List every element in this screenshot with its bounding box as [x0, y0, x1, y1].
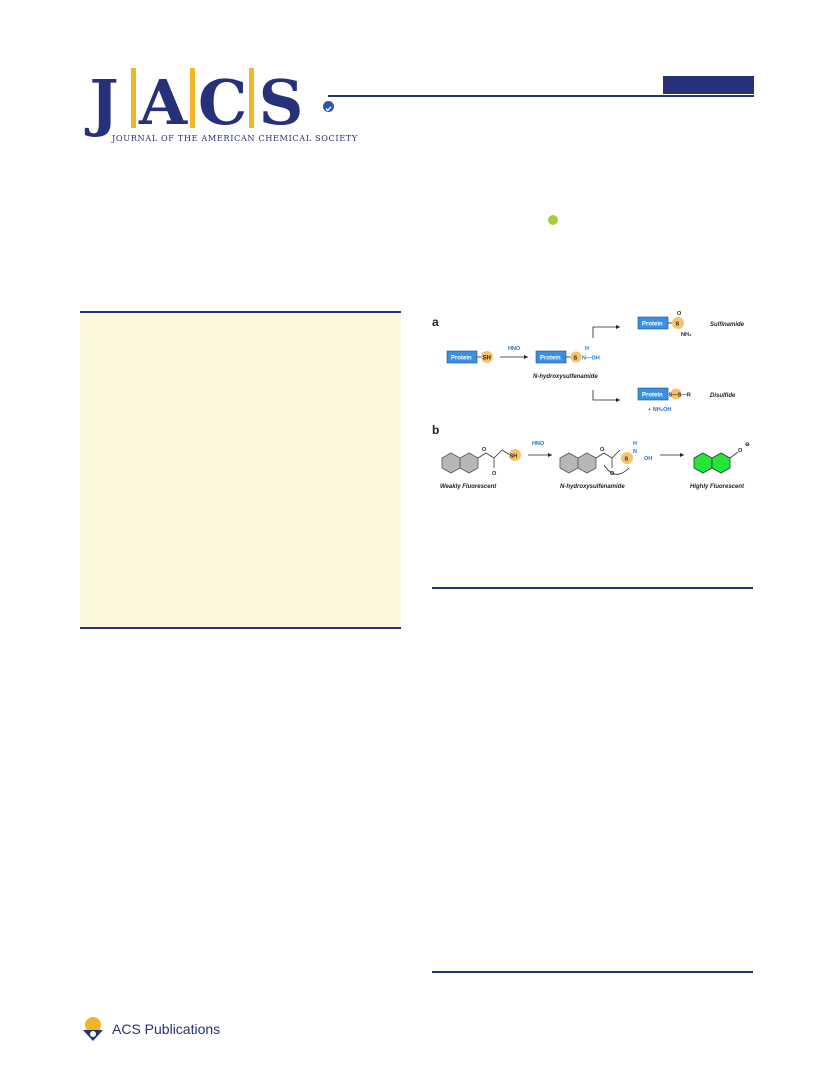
intermediate-label: N-hydroxysulfenamide [533, 374, 598, 380]
abstract-box [80, 311, 401, 629]
protein-label: Protein [642, 393, 663, 399]
carbonyl-o-label: O [492, 471, 497, 477]
journal-full-name: JOURNAL OF THE AMERICAN CHEMICAL SOCIETY [112, 133, 358, 143]
logo-separator [190, 68, 195, 128]
reagent-label: HNO [508, 346, 521, 352]
reagent-label-b: HNO [532, 441, 545, 447]
n-hydroxysulfenamide-label: N-hydroxysulfenamide [560, 484, 625, 490]
h-label: H [585, 346, 589, 352]
oh-label: OH [644, 456, 652, 462]
logo-letter-j: J [89, 66, 119, 139]
journal-logo-letters: J A C S [80, 68, 305, 134]
protein-label: Protein [451, 356, 472, 362]
product1-label: Sulfinamide [710, 322, 745, 328]
open-access-check-icon [323, 101, 334, 112]
minus-label: ⊖ [745, 442, 750, 448]
acs-logo-icon [83, 1017, 103, 1041]
highly-fluorescent-molecule: O ⊖ [693, 442, 750, 474]
product2-label: Disulfide [710, 393, 736, 399]
header-rule [328, 95, 754, 97]
branch-arrow-down [592, 390, 620, 401]
weakly-fluorescent-label: Weakly Fluorescent [440, 484, 497, 490]
publisher-footer[interactable]: ACS Publications [80, 1016, 220, 1042]
logo-separator [249, 68, 254, 128]
publisher-name: ACS Publications [112, 1021, 221, 1037]
h-label: H [633, 441, 637, 447]
panel-b-letter: b [432, 423, 439, 437]
s-label: S [574, 356, 578, 362]
figure-caption-rule [432, 587, 753, 589]
logo-separator [131, 68, 136, 128]
ester-o-label: O [482, 447, 487, 453]
reaction-figure: a Protein SH HNO Protein S H N—OH N-hydr… [420, 300, 760, 500]
highly-fluorescent-label: Highly Fluorescent [690, 484, 745, 490]
logo-letter-c: C [198, 66, 248, 139]
n-label: N [633, 449, 637, 455]
product1-nh2: NH₂ [681, 332, 692, 338]
sulfur-highlight [670, 388, 682, 400]
n-hydroxysulfenamide-molecule: S H N OH O O [559, 441, 652, 477]
sh-label: SH [483, 356, 491, 362]
protein-label: Protein [540, 356, 561, 362]
footnote-rule [432, 971, 753, 973]
header-bar [663, 76, 754, 94]
carbonyl-o-label: O [610, 471, 615, 477]
weakly-fluorescent-molecule: SH O O [441, 447, 521, 477]
journal-logo: J A C S JOURNAL OF THE AMERICAN CHEMICAL… [80, 68, 357, 143]
byproduct-label: + NH₂OH [648, 407, 671, 413]
product2-chain: S—S—R [669, 393, 691, 399]
sulfur-highlight [570, 351, 582, 363]
orcid-icon[interactable] [548, 215, 558, 225]
sulfur-highlight [672, 317, 684, 329]
logo-letter-a: A [139, 66, 188, 139]
s-label: S [625, 457, 629, 463]
sh-label: SH [510, 454, 518, 460]
s-label: S [676, 322, 680, 328]
sulfur-highlight [481, 351, 493, 363]
panel-a-letter: a [432, 315, 439, 329]
branch-arrow-up [592, 326, 620, 338]
logo-letter-s: S [258, 66, 304, 139]
phenoxide-o-label: O [738, 448, 743, 454]
product1-o: O [677, 311, 682, 317]
n-oh-label: N—OH [582, 356, 600, 362]
protein-box [637, 387, 669, 401]
protein-label: Protein [642, 322, 663, 328]
curved-arrow [603, 464, 630, 475]
ester-o-label: O [600, 447, 605, 453]
